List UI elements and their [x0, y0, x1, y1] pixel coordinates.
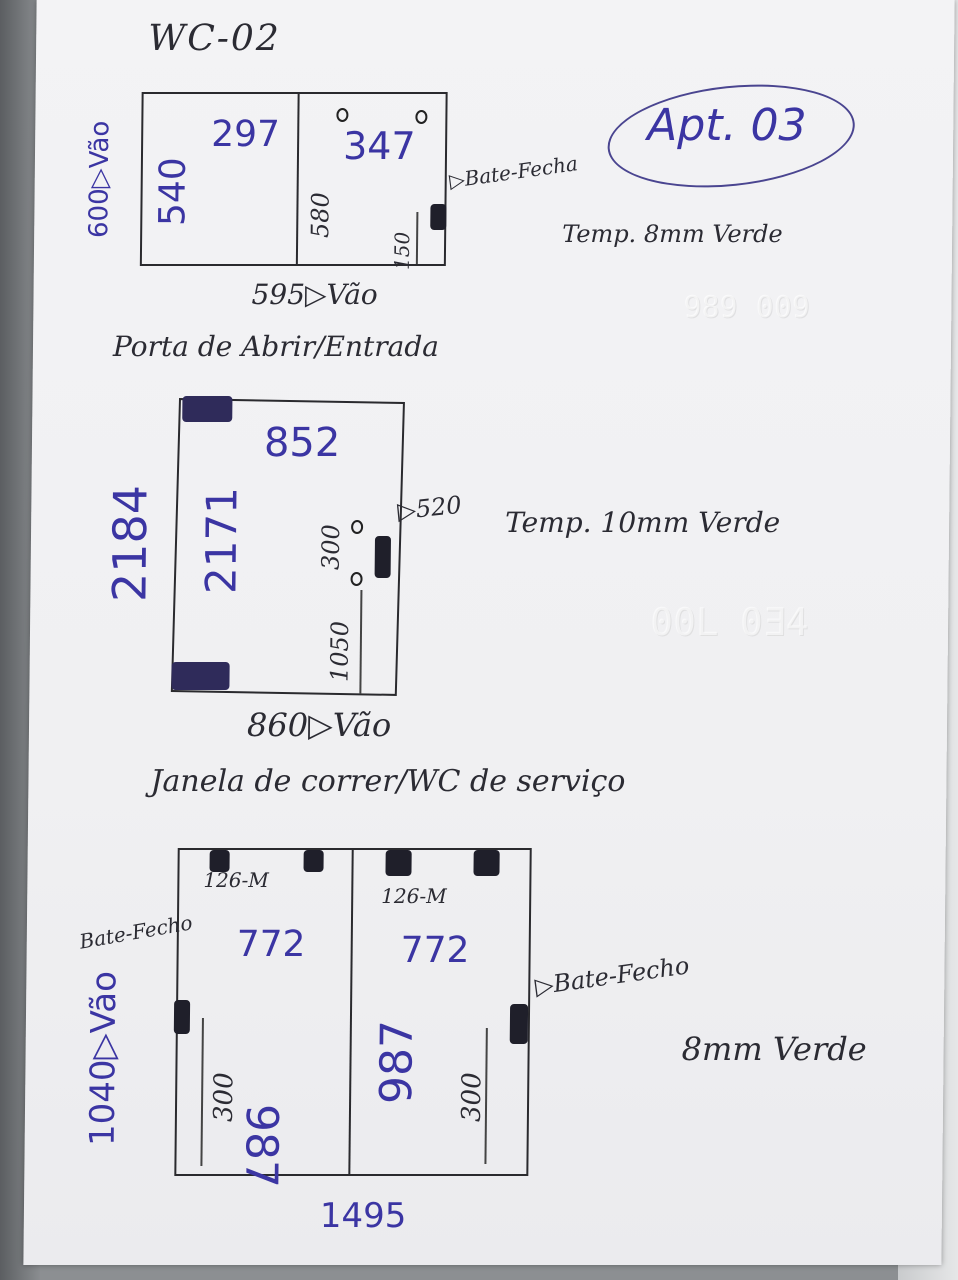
caption-door: Porta de Abrir/Entrada [112, 330, 440, 363]
handle-dot [351, 520, 364, 534]
left-panel-width: 772 [236, 924, 306, 965]
total-width: 1495 [319, 1196, 407, 1236]
right-latch [509, 1004, 529, 1044]
left-panel-height: 987 [235, 1104, 288, 1188]
hardware-height: 150 [389, 231, 415, 270]
hardware-label: ▷Bate-Fecha [447, 151, 580, 193]
corner-hinge-bottom [171, 662, 230, 690]
caption-window: Janela de correr/WC de serviço [150, 764, 626, 799]
pivot-dot [336, 108, 349, 122]
left-latch [173, 1000, 191, 1034]
left-top-label: 126-M [203, 868, 269, 892]
glass-spec-1: Temp. 8mm Verde [562, 220, 783, 248]
top-hinge [385, 850, 412, 876]
latch-block [430, 204, 447, 230]
handle-label: ▷520 [396, 490, 463, 526]
outer-height: 2184 [102, 484, 158, 602]
left-panel-width: 297 [211, 114, 281, 155]
width-vao: 595▷Vão [251, 278, 378, 311]
right-handle-height: 300 [456, 1072, 488, 1122]
pivot-dot [415, 110, 428, 124]
height-vao: 600▷Vão [84, 120, 116, 238]
handle-height: 1050 [325, 620, 355, 682]
left-handle-height: 300 [208, 1072, 240, 1122]
emboss-mark: 989 009 [683, 290, 811, 325]
side-lock-block [374, 536, 392, 578]
right-top-label: 126-M [381, 884, 447, 908]
top-hinge [473, 850, 500, 876]
corner-hinge-top [182, 396, 233, 422]
inner-height: 2171 [196, 487, 247, 594]
left-panel-height: 540 [152, 157, 194, 226]
left-vao: 1040▷Vão [82, 971, 125, 1146]
inner-width: 852 [263, 420, 341, 466]
top-hinge [303, 850, 324, 872]
right-latch-label: ▷Bate-Fecho [533, 951, 691, 1001]
apt-label: Apt. 03 [647, 100, 807, 151]
glass-spec-3: 8mm Verde [681, 1030, 867, 1068]
right-panel-width: 772 [400, 930, 470, 971]
handle-dot [350, 572, 363, 586]
emboss-mark: 00ᒪ 0Ǝ4 [649, 600, 809, 644]
paper-sheet: 00ᒪ 0Ǝ4 989 009 WC-02 Apt. 03 600▷Vão 54… [23, 0, 955, 1265]
right-panel-width: 347 [342, 124, 416, 168]
window-width-vao: 860▷Vão [246, 706, 392, 744]
glass-spec-2: Temp. 10mm Verde [504, 506, 781, 539]
right-panel-height: 987 [371, 1020, 423, 1104]
sheet-title: WC-02 [148, 18, 281, 59]
right-panel-height: 580 [306, 192, 335, 238]
handle-gap: 300 [316, 524, 346, 570]
